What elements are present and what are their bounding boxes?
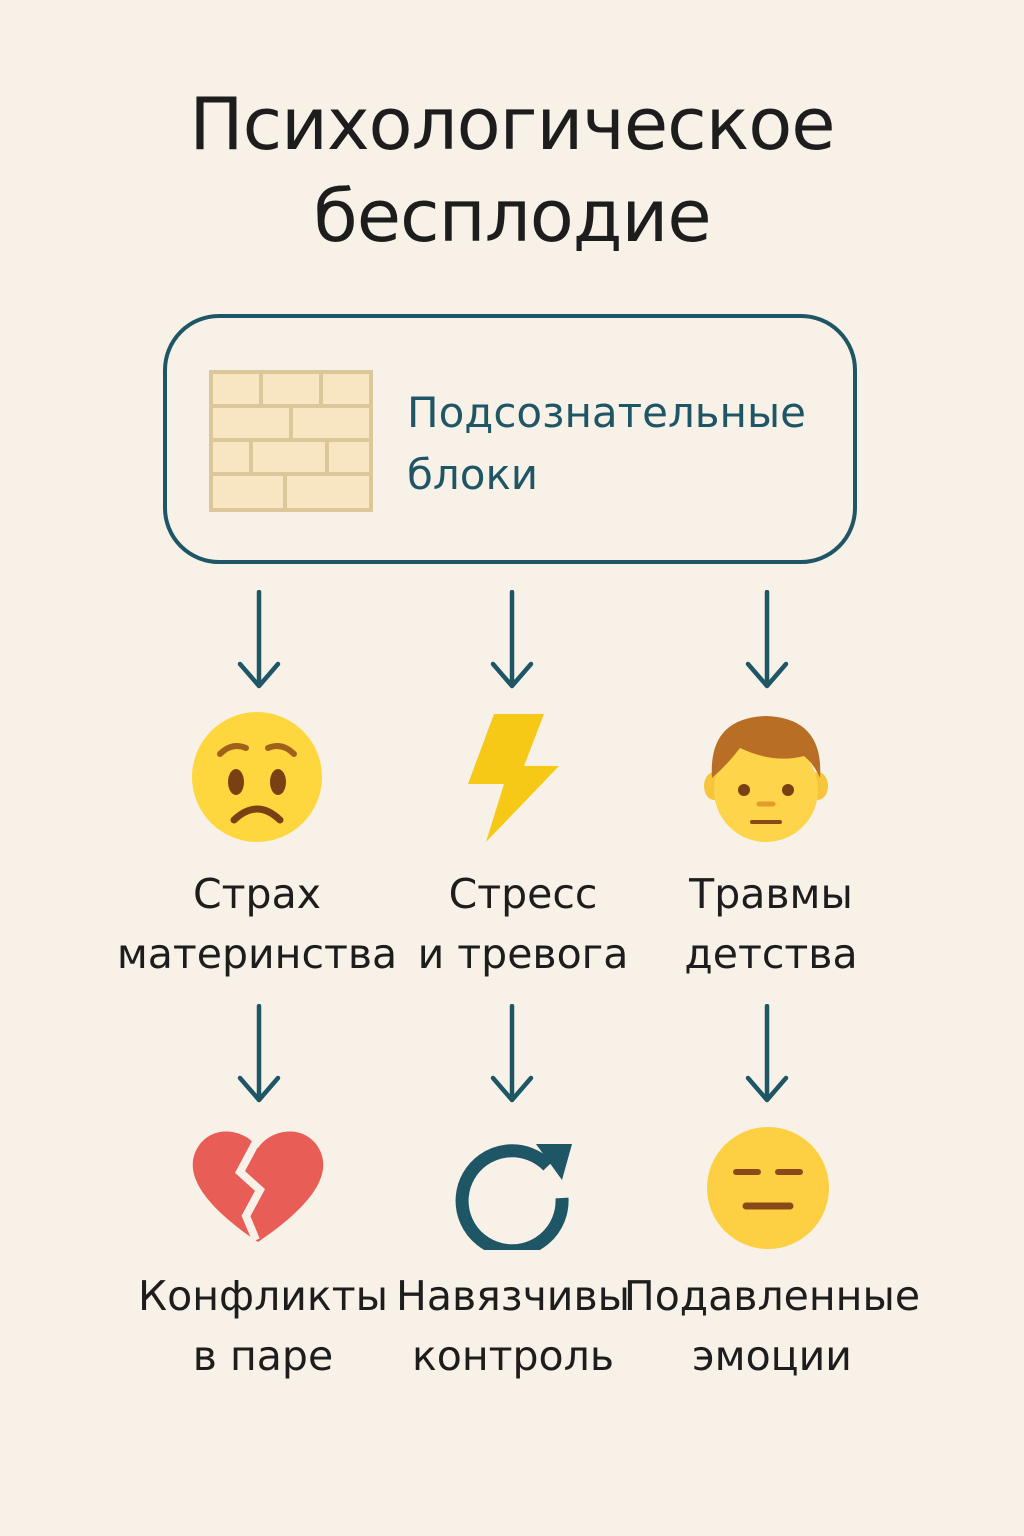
child-face-icon — [704, 716, 828, 842]
effect-label-3-line-2: эмоции — [692, 1332, 852, 1380]
effect-label-3-line-1: Подавленные — [623, 1272, 921, 1320]
expressionless-face-icon — [707, 1127, 829, 1249]
arrow-root-to-cause-1 — [237, 590, 281, 689]
effect-label-1: Конфликты в паре — [113, 1266, 413, 1386]
root-node: Подсознательные блоки — [163, 314, 857, 564]
cause-label-3: Травмы детства — [621, 864, 921, 984]
effect-label-2-line-2: контроль — [411, 1332, 615, 1380]
worried-face-icon — [192, 712, 322, 842]
effect-label-1-line-1: Конфликты — [138, 1272, 388, 1320]
effect-label-3: Подавленные эмоции — [622, 1266, 922, 1386]
effect-label-2: Навязчивы контроль — [363, 1266, 663, 1386]
root-label-line-1: Подсознательные — [407, 388, 806, 437]
cause-label-2: Стресс и тревога — [373, 864, 673, 984]
title-line-1: Психологическое — [189, 82, 835, 166]
arrow-cause-1-to-effect-1 — [237, 1004, 281, 1103]
arrow-cause-2-to-effect-2 — [490, 1004, 534, 1103]
cycle-arrow-icon — [455, 1144, 572, 1250]
root-label: Подсознательные блоки — [407, 382, 806, 506]
lightning-icon — [468, 714, 559, 842]
brick-wall-icon — [209, 370, 373, 512]
cause-label-1-line-1: Страх — [193, 870, 321, 918]
broken-heart-icon — [192, 1131, 324, 1242]
cause-label-2-line-2: и тревога — [417, 930, 629, 978]
cause-label-1-line-2: материнства — [116, 930, 398, 978]
effect-label-1-line-2: в паре — [192, 1332, 334, 1380]
page-title: Психологическое бесплодие — [0, 78, 1024, 262]
cause-label-1: Страх материнства — [107, 864, 407, 984]
cause-label-3-line-2: детства — [684, 930, 858, 978]
arrow-root-to-cause-3 — [745, 590, 789, 689]
cause-label-3-line-1: Травмы — [689, 870, 853, 918]
effect-label-2-line-1: Навязчивы — [396, 1272, 630, 1320]
root-label-line-2: блоки — [407, 450, 539, 499]
arrow-cause-3-to-effect-3 — [745, 1004, 789, 1103]
arrow-root-to-cause-2 — [490, 590, 534, 689]
cause-label-2-line-1: Стресс — [448, 870, 598, 918]
title-line-2: бесплодие — [313, 174, 711, 258]
